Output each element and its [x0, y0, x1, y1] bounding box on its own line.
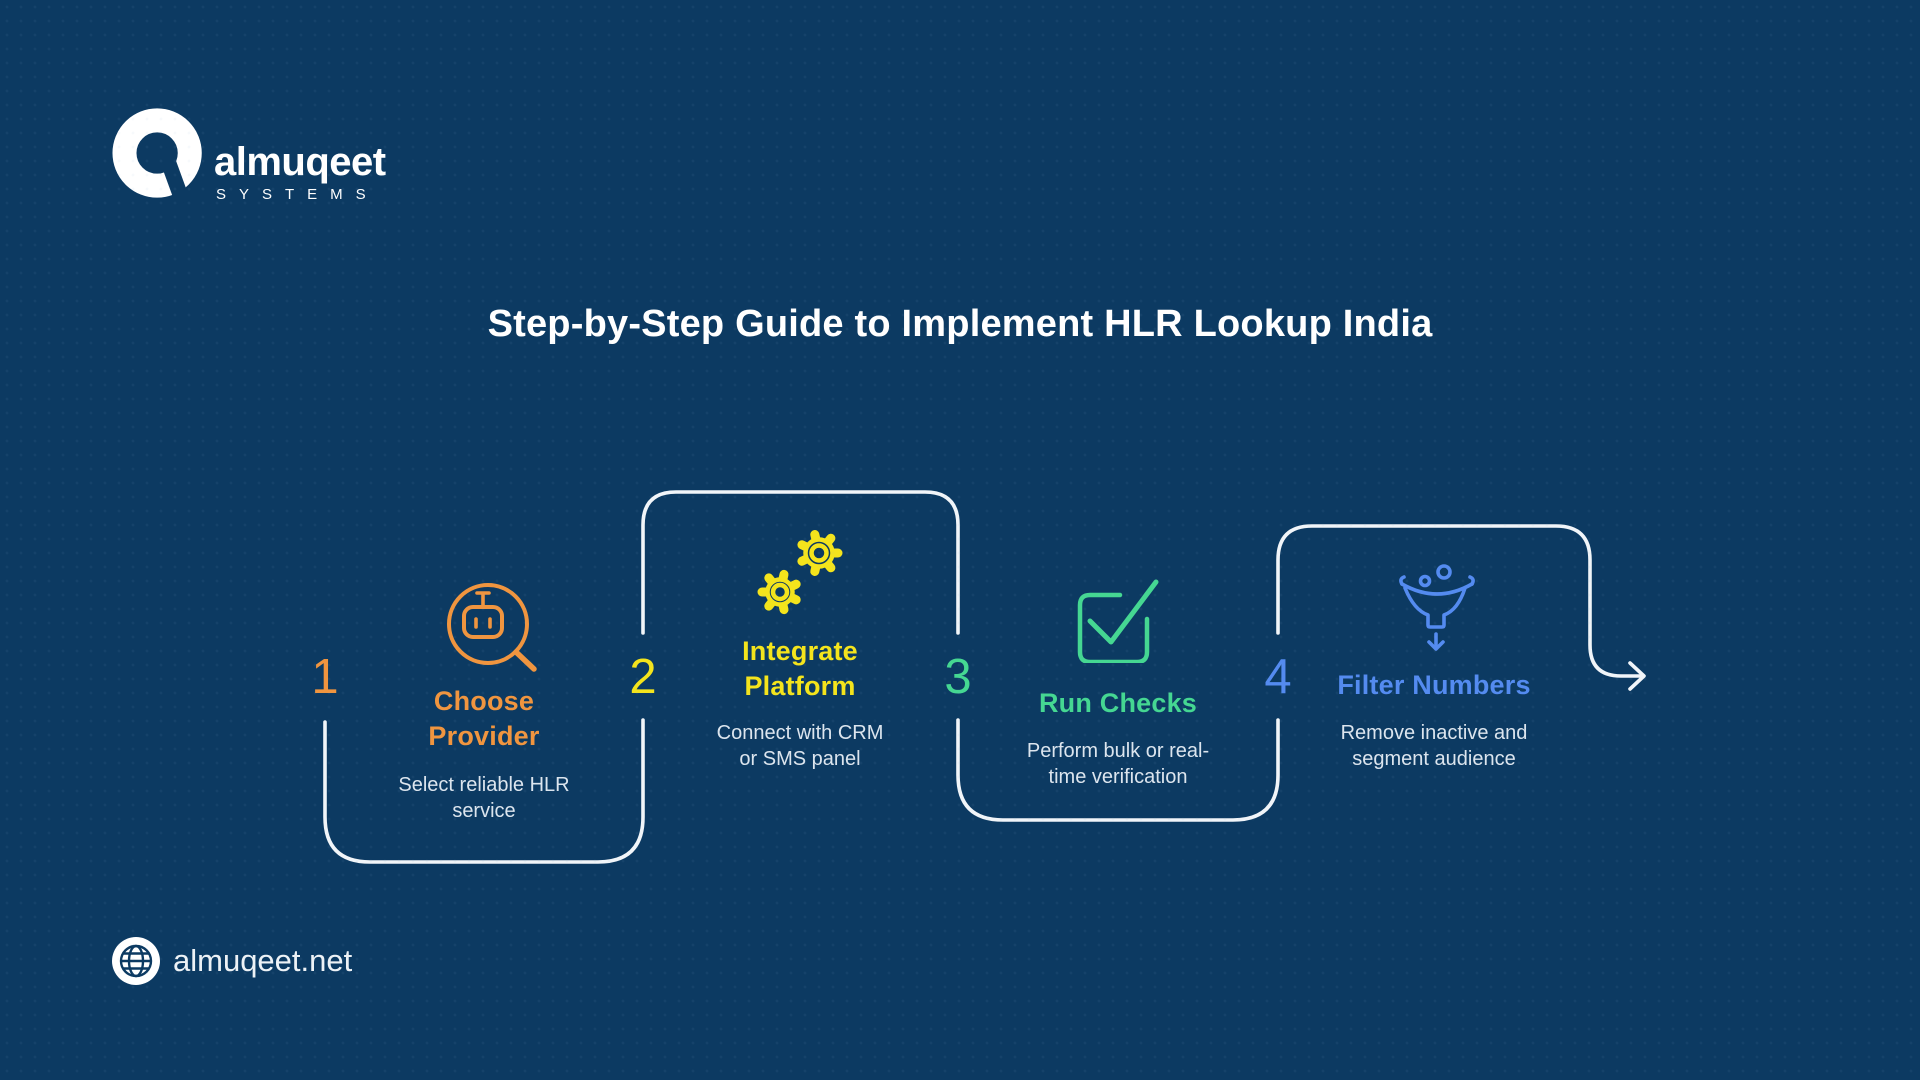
globe-icon — [112, 937, 160, 985]
logo-tagline: SYSTEMS — [216, 186, 379, 203]
page-title: Step-by-Step Guide to Implement HLR Look… — [487, 303, 1433, 345]
flow-segment-4 — [1276, 524, 1643, 678]
logo-brand-name: almuqeet — [214, 140, 386, 184]
flow-segment-3 — [956, 718, 1280, 822]
logo-text: almuqeet SYSTEMS — [214, 141, 386, 203]
brand-logo: almuqeet SYSTEMS — [112, 103, 386, 205]
website-url: almuqeet.net — [173, 943, 353, 978]
flow-segment-2 — [641, 490, 960, 635]
almuqeet-logo-icon — [112, 108, 202, 205]
flow-arrowhead — [1628, 661, 1646, 691]
footer-website: almuqeet.net — [111, 936, 352, 986]
flow-segment-1 — [323, 718, 645, 864]
